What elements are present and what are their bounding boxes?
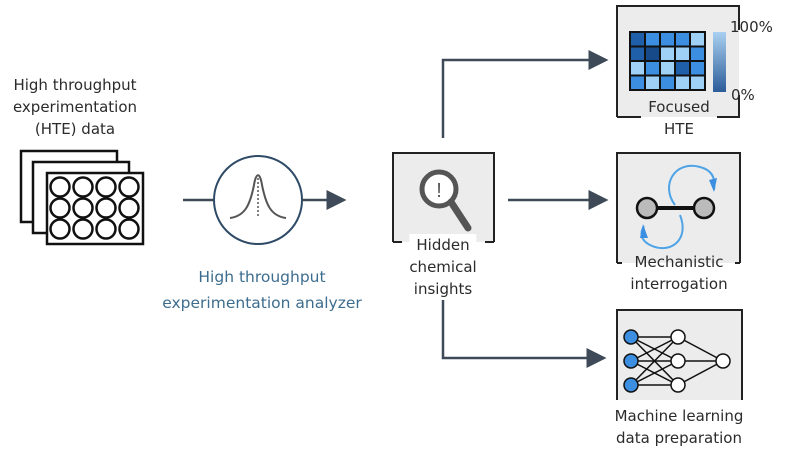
- heatmap-cell: [646, 76, 659, 89]
- heatmap-cell: [631, 76, 644, 89]
- node: [670, 329, 686, 345]
- well: [118, 197, 140, 219]
- focused-hte-box: [616, 5, 740, 118]
- magnifier-icon: !: [419, 169, 472, 232]
- well: [95, 218, 117, 240]
- well: [118, 218, 140, 240]
- molecule-icon: [635, 196, 716, 220]
- well: [72, 197, 94, 219]
- heatmap-cell: [661, 62, 674, 75]
- ml-label: Machine learning data preparation: [614, 407, 744, 447]
- analyzer-icon: [183, 155, 303, 245]
- heatmap-cell: [631, 62, 644, 75]
- well-plates-icon: [19, 149, 145, 246]
- well: [95, 197, 117, 219]
- arrow-to-focused: [441, 50, 609, 138]
- input-node: [623, 329, 639, 345]
- heatmap-cell: [631, 33, 644, 46]
- heatmap-cell: [691, 47, 704, 60]
- node: [715, 353, 731, 369]
- well: [49, 176, 71, 198]
- ml-box: [616, 309, 743, 400]
- well: [118, 176, 140, 198]
- heatmap-cell: [646, 33, 659, 46]
- heatmap-cell: [661, 76, 674, 89]
- mechanistic-label: Mechanistic interrogation: [630, 253, 728, 293]
- heatmap-cell: [676, 33, 689, 46]
- heatmap-cell: [676, 47, 689, 60]
- heatmap-cell: [676, 62, 689, 75]
- arrow-to-ml: [441, 300, 607, 368]
- svg-text:!: !: [436, 180, 442, 202]
- input-node: [623, 353, 639, 369]
- heatmap: [631, 33, 704, 89]
- heatmap-cell: [661, 33, 674, 46]
- well: [72, 218, 94, 240]
- heatmap-cell: [661, 47, 674, 60]
- analyzer-label: High throughput experimentation analyzer: [162, 268, 362, 312]
- well: [95, 176, 117, 198]
- neural-network-icon: [623, 329, 731, 393]
- well: [49, 218, 71, 240]
- heatmap-cell: [676, 76, 689, 89]
- input-label: High throughput experimentation (HTE) da…: [12, 76, 138, 138]
- heatmap-cell: [631, 47, 644, 60]
- focused-label: Focused HTE: [648, 98, 710, 138]
- heatmap-cell: [691, 33, 704, 46]
- scale-max-label: 100%: [730, 18, 773, 36]
- insights-box: !: [392, 152, 495, 243]
- heatmap-cell: [691, 76, 704, 89]
- input-node: [623, 377, 639, 393]
- insights-label: Hidden chemical insights: [409, 234, 477, 298]
- heatmap-cell: [646, 47, 659, 60]
- mechanistic-box: [616, 152, 741, 264]
- well: [49, 197, 71, 219]
- heatmap-cell: [691, 62, 704, 75]
- node: [670, 353, 686, 369]
- well: [72, 176, 94, 198]
- colorbar: [713, 32, 726, 92]
- node: [670, 377, 686, 393]
- heatmap-cell: [646, 62, 659, 75]
- scale-min-label: 0%: [731, 86, 755, 104]
